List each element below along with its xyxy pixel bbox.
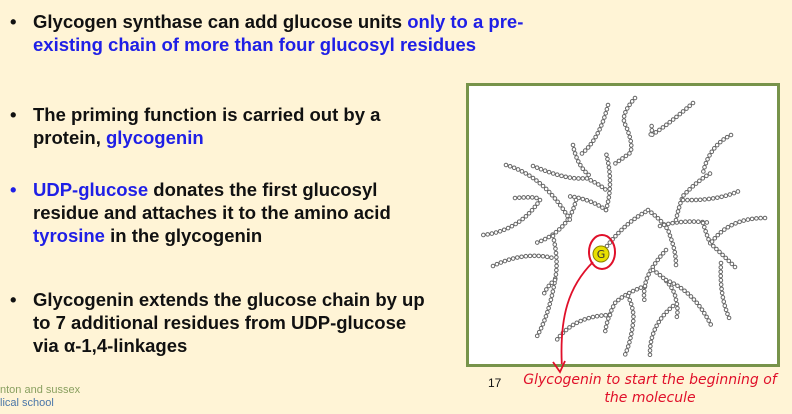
glucose-chain [610, 95, 638, 168]
bullet-3: • UDP-glucose donates the first glucosyl… [10, 178, 430, 247]
school-logo-line2: lical school [0, 397, 54, 409]
bullet-highlight: only to a pre-existing chain of more tha… [33, 11, 524, 55]
glucose-chain [708, 215, 768, 246]
bullet-highlight: glycogenin [105, 127, 204, 148]
glycogen-figure: G [466, 83, 780, 367]
bullet-marker: • [10, 104, 17, 125]
glucose-chain [664, 278, 713, 327]
glucose-chain [681, 188, 743, 202]
glucose-chain [490, 253, 556, 269]
glucose-chain [719, 261, 732, 322]
glucose-chain [531, 164, 608, 192]
glucose-chain [540, 277, 558, 299]
bullet-marker: • [10, 11, 17, 32]
bullet-4: • Glycogenin extends the glucose chain b… [10, 288, 430, 357]
glucose-chain [503, 162, 573, 223]
bullet-text: in the glycogenin [104, 225, 263, 246]
glycogen-branches: G [480, 95, 768, 364]
glucose-chain [480, 195, 543, 238]
glucose-chain [571, 143, 592, 178]
school-logo-line1: nton and sussex [0, 384, 81, 396]
glucose-chain [603, 284, 647, 335]
arrow-head-icon [552, 360, 566, 374]
bullet-highlight: tyrosine [33, 225, 105, 246]
glucose-chain [651, 268, 679, 322]
bullet-text: Glycogen synthase can add glucose units [33, 11, 408, 32]
red-circle-annotation [588, 234, 616, 270]
glucose-chain [701, 221, 740, 272]
bullet-text: donates the first glucosyl residue and a… [33, 179, 391, 223]
glucose-chain [564, 194, 608, 212]
handwritten-annotation: Glycogenin to start the beginning of the… [523, 372, 777, 406]
glucose-chain [648, 101, 695, 138]
glycogenin-label: G [597, 248, 606, 261]
glucose-chain [648, 304, 675, 358]
glucose-chain [534, 234, 558, 340]
bullet-1: • Glycogen synthase can add glucose unit… [10, 10, 580, 56]
glucose-chain [646, 208, 678, 267]
glucose-chain [700, 132, 734, 176]
glucose-chain [577, 102, 611, 158]
glucose-chain [701, 133, 733, 175]
glucose-chain [623, 294, 635, 357]
glucose-chain [604, 207, 652, 249]
bullet-text: Glycogenin extends the glucose chain by … [33, 289, 425, 356]
glucose-chain [605, 208, 651, 248]
glucose-chain [481, 196, 542, 237]
glucose-chain [491, 254, 555, 268]
glucose-chain [674, 171, 713, 222]
glucose-chain [673, 170, 714, 223]
bullet-text: The priming function is carried out by a… [33, 104, 381, 148]
glucose-chain [504, 163, 572, 222]
glucose-chain [554, 313, 612, 343]
glycogenin-core [592, 245, 610, 263]
glucose-chain [647, 303, 676, 359]
bullet-marker: • [10, 179, 17, 200]
glucose-chain [718, 260, 733, 323]
bullet-2: • The priming function is carried out by… [10, 103, 450, 149]
annotation-arrow [560, 261, 594, 364]
bullet-marker: • [10, 289, 17, 310]
page-number: 17 [488, 376, 502, 390]
glucose-chain [709, 216, 767, 245]
bullet-highlight: UDP-glucose [33, 179, 149, 200]
glucose-chain [534, 198, 578, 245]
glucose-chain [658, 220, 713, 228]
glucose-chain [604, 151, 612, 212]
